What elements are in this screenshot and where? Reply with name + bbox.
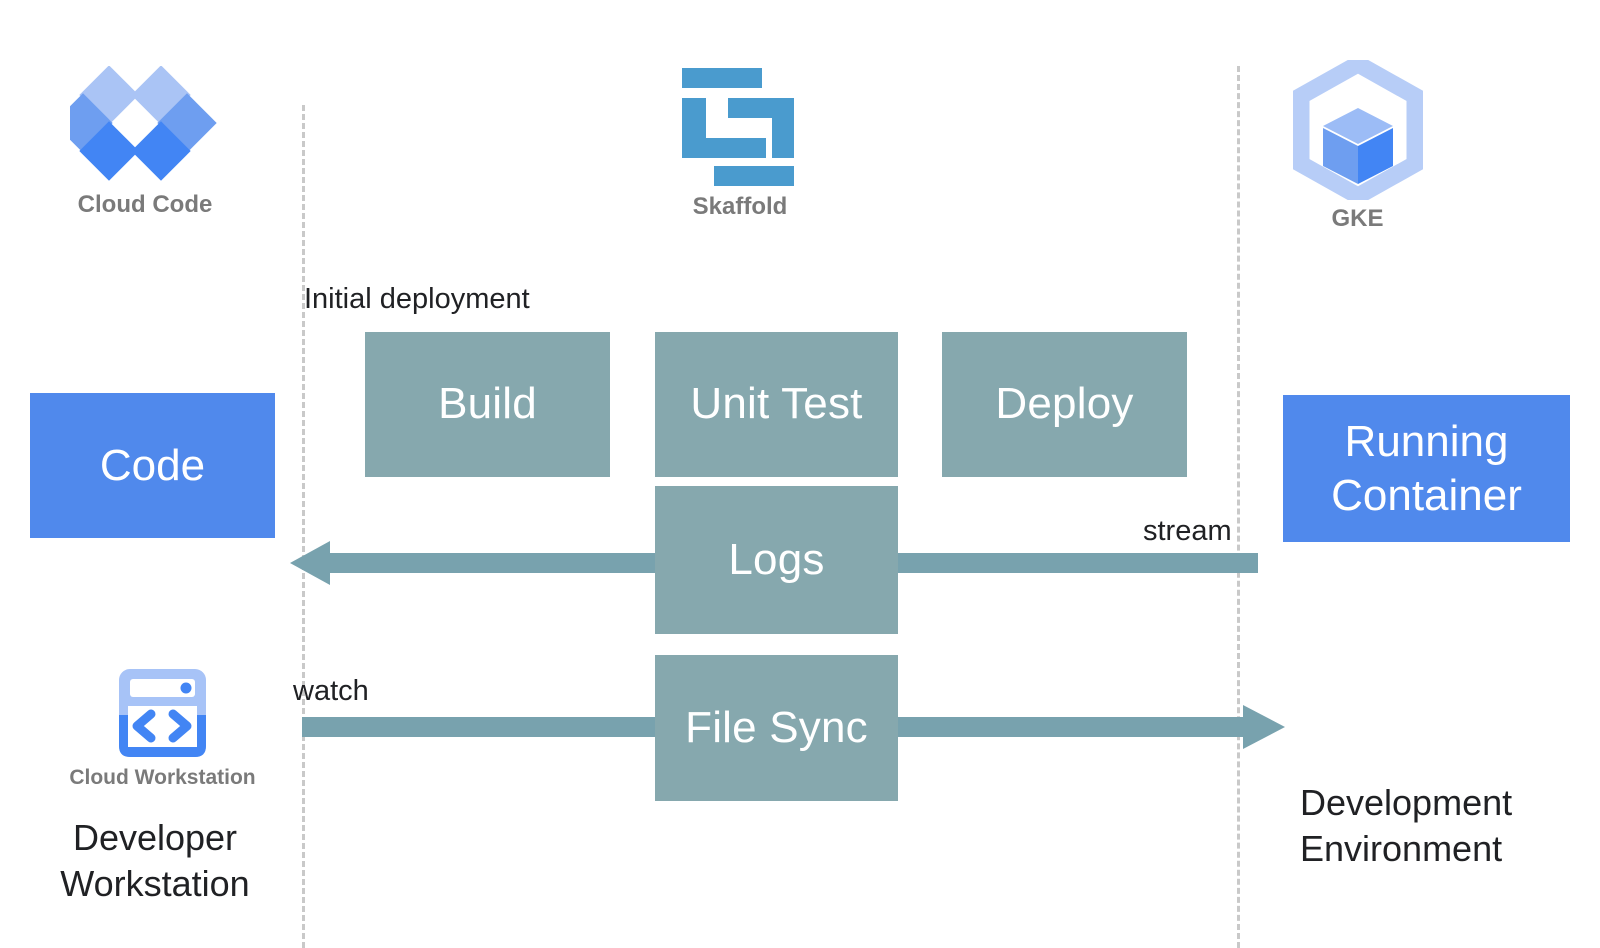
code-box-label: Code [99,440,206,490]
stage-label-logs: Logs [728,534,825,584]
initial-deployment-label: Initial deployment [304,283,530,315]
development-environment-line2: Environment [1300,828,1503,870]
developer-workstation-zone-label: Developer Workstation [30,815,280,907]
stream-label: stream [1143,515,1232,547]
skaffold-logo-group: Skaffold [645,66,835,221]
cloud-workstation-logo-group: Cloud Workstation [60,665,265,790]
stage-box-file-sync: File Sync [655,655,898,801]
cloud-code-icon [53,65,217,181]
stage-box-deploy: Deploy [942,332,1187,477]
watch-label: watch [293,675,369,707]
developer-workstation-line2: Workstation [60,863,250,905]
stage-box-logs: Logs [655,486,898,634]
cloud-workstation-caption: Cloud Workstation [69,766,256,789]
cloud-workstation-icon [119,669,206,757]
left-boundary-divider [302,105,305,948]
developer-workstation-line1: Developer [72,817,238,858]
stage-label-build: Build [438,379,537,429]
stage-label-file-sync: File Sync [685,702,868,752]
stage-label-unit-test: Unit Test [690,379,863,429]
running-container-label-line1: Running [1344,416,1509,466]
stage-box-unit-test: Unit Test [655,332,898,477]
gke-caption: GKE [1331,205,1384,232]
stage-label-deploy: Deploy [995,379,1134,429]
skaffold-icon [682,68,794,186]
skaffold-caption: Skaffold [692,193,788,220]
gke-icon [1292,54,1423,206]
cloud-code-caption: Cloud Code [77,191,213,218]
stage-box-build: Build [365,332,610,477]
development-environment-zone-label: Development Environment [1300,780,1590,872]
right-boundary-divider [1237,66,1240,948]
running-container-label-line2: Container [1331,470,1522,520]
cloud-code-logo-group: Cloud Code [40,65,250,219]
development-environment-line1: Development [1300,782,1513,823]
code-box: Code [30,393,275,538]
running-container-box: Running Container [1283,395,1570,542]
gke-logo-group: GKE [1280,54,1435,233]
